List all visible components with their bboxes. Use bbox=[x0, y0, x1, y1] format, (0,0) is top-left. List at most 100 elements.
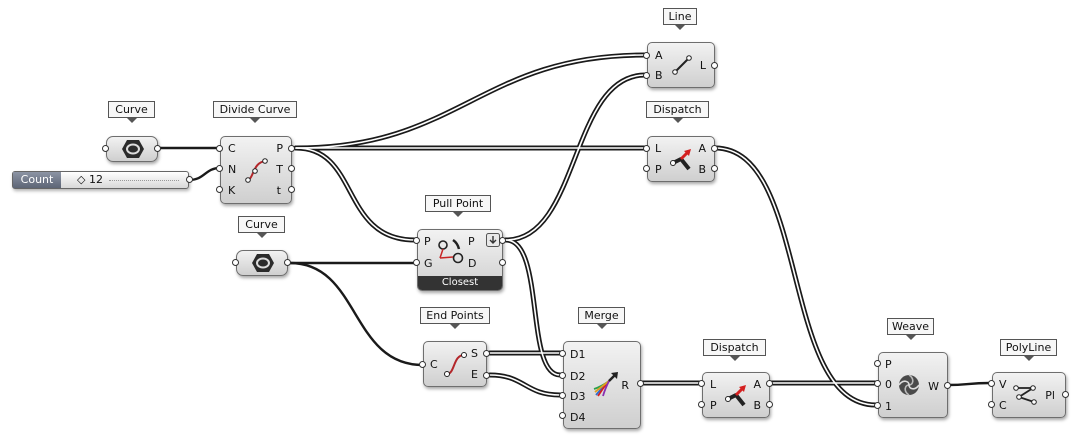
polyline-component[interactable]: V C Pl bbox=[992, 372, 1066, 418]
endpoints-port-s[interactable] bbox=[483, 350, 490, 357]
weave-input-p: P bbox=[885, 358, 892, 371]
wire-pull-to-merge-d2[interactable] bbox=[505, 239, 561, 376]
endpoints-input-c: C bbox=[430, 358, 438, 371]
flatten-flag-icon[interactable] bbox=[486, 233, 500, 247]
merge-port-d1[interactable] bbox=[559, 350, 566, 357]
pull-input-g: G bbox=[424, 257, 433, 270]
merge-port-d3[interactable] bbox=[559, 392, 566, 399]
merge-component[interactable]: D1 D2 D3 D4 R bbox=[563, 341, 641, 429]
dispatch-2-tag: Dispatch bbox=[703, 339, 766, 361]
dispatch-1-port-l[interactable] bbox=[643, 145, 650, 152]
count-slider-track[interactable] bbox=[109, 180, 179, 181]
dispatch-2-output-a: A bbox=[753, 378, 761, 391]
endpoints-port-e[interactable] bbox=[483, 372, 490, 379]
dispatch-1-port-p[interactable] bbox=[643, 165, 650, 172]
pull-point-component[interactable]: P G P D Closest bbox=[417, 229, 503, 291]
line-port-b[interactable] bbox=[643, 72, 650, 79]
dispatch-1-output-b: B bbox=[698, 163, 706, 176]
pull-output-p: P bbox=[468, 235, 475, 248]
dispatch-2-port-a[interactable] bbox=[766, 380, 773, 387]
weave-component[interactable]: P 0 1 W bbox=[878, 352, 948, 418]
dispatch-1-port-b[interactable] bbox=[711, 165, 718, 172]
curve-param-1-tag: Curve bbox=[108, 101, 155, 123]
polyline-port-c[interactable] bbox=[988, 401, 995, 408]
wire-weave-to-polyline[interactable] bbox=[946, 381, 992, 387]
dispatch-1-input-l: L bbox=[655, 142, 662, 155]
divide-port-p[interactable] bbox=[288, 145, 295, 152]
weave-icon bbox=[898, 374, 920, 396]
weave-port-w[interactable] bbox=[944, 382, 951, 389]
divide-input-k: K bbox=[228, 184, 236, 197]
line-port-l[interactable] bbox=[711, 62, 718, 69]
wire-divide-to-pull[interactable] bbox=[295, 147, 416, 241]
pull-port-g[interactable] bbox=[413, 259, 420, 266]
divide-curve-component[interactable]: C N K P T t bbox=[220, 136, 292, 204]
dispatch-1-tag: Dispatch bbox=[646, 101, 709, 123]
pull-point-tag: Pull Point bbox=[425, 195, 491, 217]
merge-input-d2: D2 bbox=[570, 370, 586, 383]
weave-port-1[interactable] bbox=[874, 402, 881, 409]
polyline-icon bbox=[1013, 385, 1037, 405]
curve-param-2-output-port[interactable] bbox=[284, 259, 291, 266]
line-port-a[interactable] bbox=[643, 52, 650, 59]
pull-port-p-in[interactable] bbox=[413, 237, 420, 244]
divide-output-t-param: t bbox=[276, 184, 281, 197]
end-points-tag: End Points bbox=[420, 307, 490, 329]
pull-port-d[interactable] bbox=[499, 259, 506, 266]
count-slider-name: Count bbox=[13, 172, 61, 188]
merge-input-d1: D1 bbox=[570, 348, 586, 361]
divide-port-k[interactable] bbox=[216, 186, 223, 193]
endpoints-output-s: S bbox=[471, 347, 478, 360]
dispatch-1-port-a[interactable] bbox=[711, 145, 718, 152]
divide-port-t[interactable] bbox=[288, 165, 295, 172]
divide-output-p: P bbox=[276, 142, 283, 155]
merge-input-d3: D3 bbox=[570, 390, 586, 403]
wire-curve2-to-endpoints[interactable] bbox=[288, 261, 425, 367]
curve-param-icon bbox=[252, 254, 274, 272]
wire-divide-to-line-a[interactable] bbox=[295, 54, 646, 149]
count-slider-output-port[interactable] bbox=[186, 176, 193, 183]
dispatch-2-component[interactable]: L P A B bbox=[702, 372, 770, 418]
dispatch-1-component[interactable]: L P A B bbox=[647, 136, 715, 182]
wire-pull-to-line-b[interactable] bbox=[505, 74, 646, 241]
polyline-port-v[interactable] bbox=[988, 380, 995, 387]
curve-param-2[interactable] bbox=[236, 250, 288, 276]
polyline-tag: PolyLine bbox=[1000, 339, 1057, 361]
merge-port-r[interactable] bbox=[637, 380, 644, 387]
divide-port-c[interactable] bbox=[216, 145, 223, 152]
endpoints-port-c[interactable] bbox=[419, 361, 426, 368]
pull-input-p: P bbox=[424, 235, 431, 248]
curve-param-1[interactable] bbox=[106, 136, 158, 162]
count-slider[interactable]: Count ◇ 12 bbox=[12, 171, 189, 189]
dispatch-2-input-l: L bbox=[710, 378, 717, 391]
merge-port-d2[interactable] bbox=[559, 372, 566, 379]
dispatch-1-input-p: P bbox=[655, 163, 662, 176]
curve-param-icon bbox=[122, 140, 144, 158]
wire-dispatch1-to-weave-1[interactable] bbox=[714, 147, 877, 406]
line-input-b: B bbox=[655, 69, 663, 82]
weave-port-p[interactable] bbox=[874, 360, 881, 367]
end-points-component[interactable]: C S E bbox=[423, 341, 487, 387]
line-component[interactable]: A B L bbox=[647, 42, 715, 88]
weave-port-0[interactable] bbox=[874, 380, 881, 387]
polyline-port-pl[interactable] bbox=[1062, 391, 1069, 398]
dispatch-2-port-b[interactable] bbox=[766, 401, 773, 408]
dispatch-2-port-p[interactable] bbox=[698, 401, 705, 408]
curve-param-1-input-port[interactable] bbox=[102, 145, 109, 152]
curve-param-2-input-port[interactable] bbox=[232, 259, 239, 266]
dispatch-icon bbox=[670, 149, 691, 171]
pull-point-mode-footer[interactable]: Closest bbox=[418, 276, 502, 290]
dispatch-2-port-l[interactable] bbox=[698, 380, 705, 387]
weave-output-w: W bbox=[928, 380, 939, 393]
weave-input-0: 0 bbox=[885, 378, 892, 391]
pull-port-p-out[interactable] bbox=[499, 237, 506, 244]
wire-endpoints-e-to-merge-d3[interactable] bbox=[489, 374, 561, 396]
dispatch-icon bbox=[725, 385, 746, 407]
divide-port-n[interactable] bbox=[216, 165, 223, 172]
merge-port-d4[interactable] bbox=[559, 412, 566, 419]
curve-param-1-output-port[interactable] bbox=[154, 145, 161, 152]
polyline-input-c: C bbox=[999, 399, 1007, 412]
divide-port-t-param[interactable] bbox=[288, 186, 295, 193]
weave-tag: Weave bbox=[887, 318, 934, 340]
